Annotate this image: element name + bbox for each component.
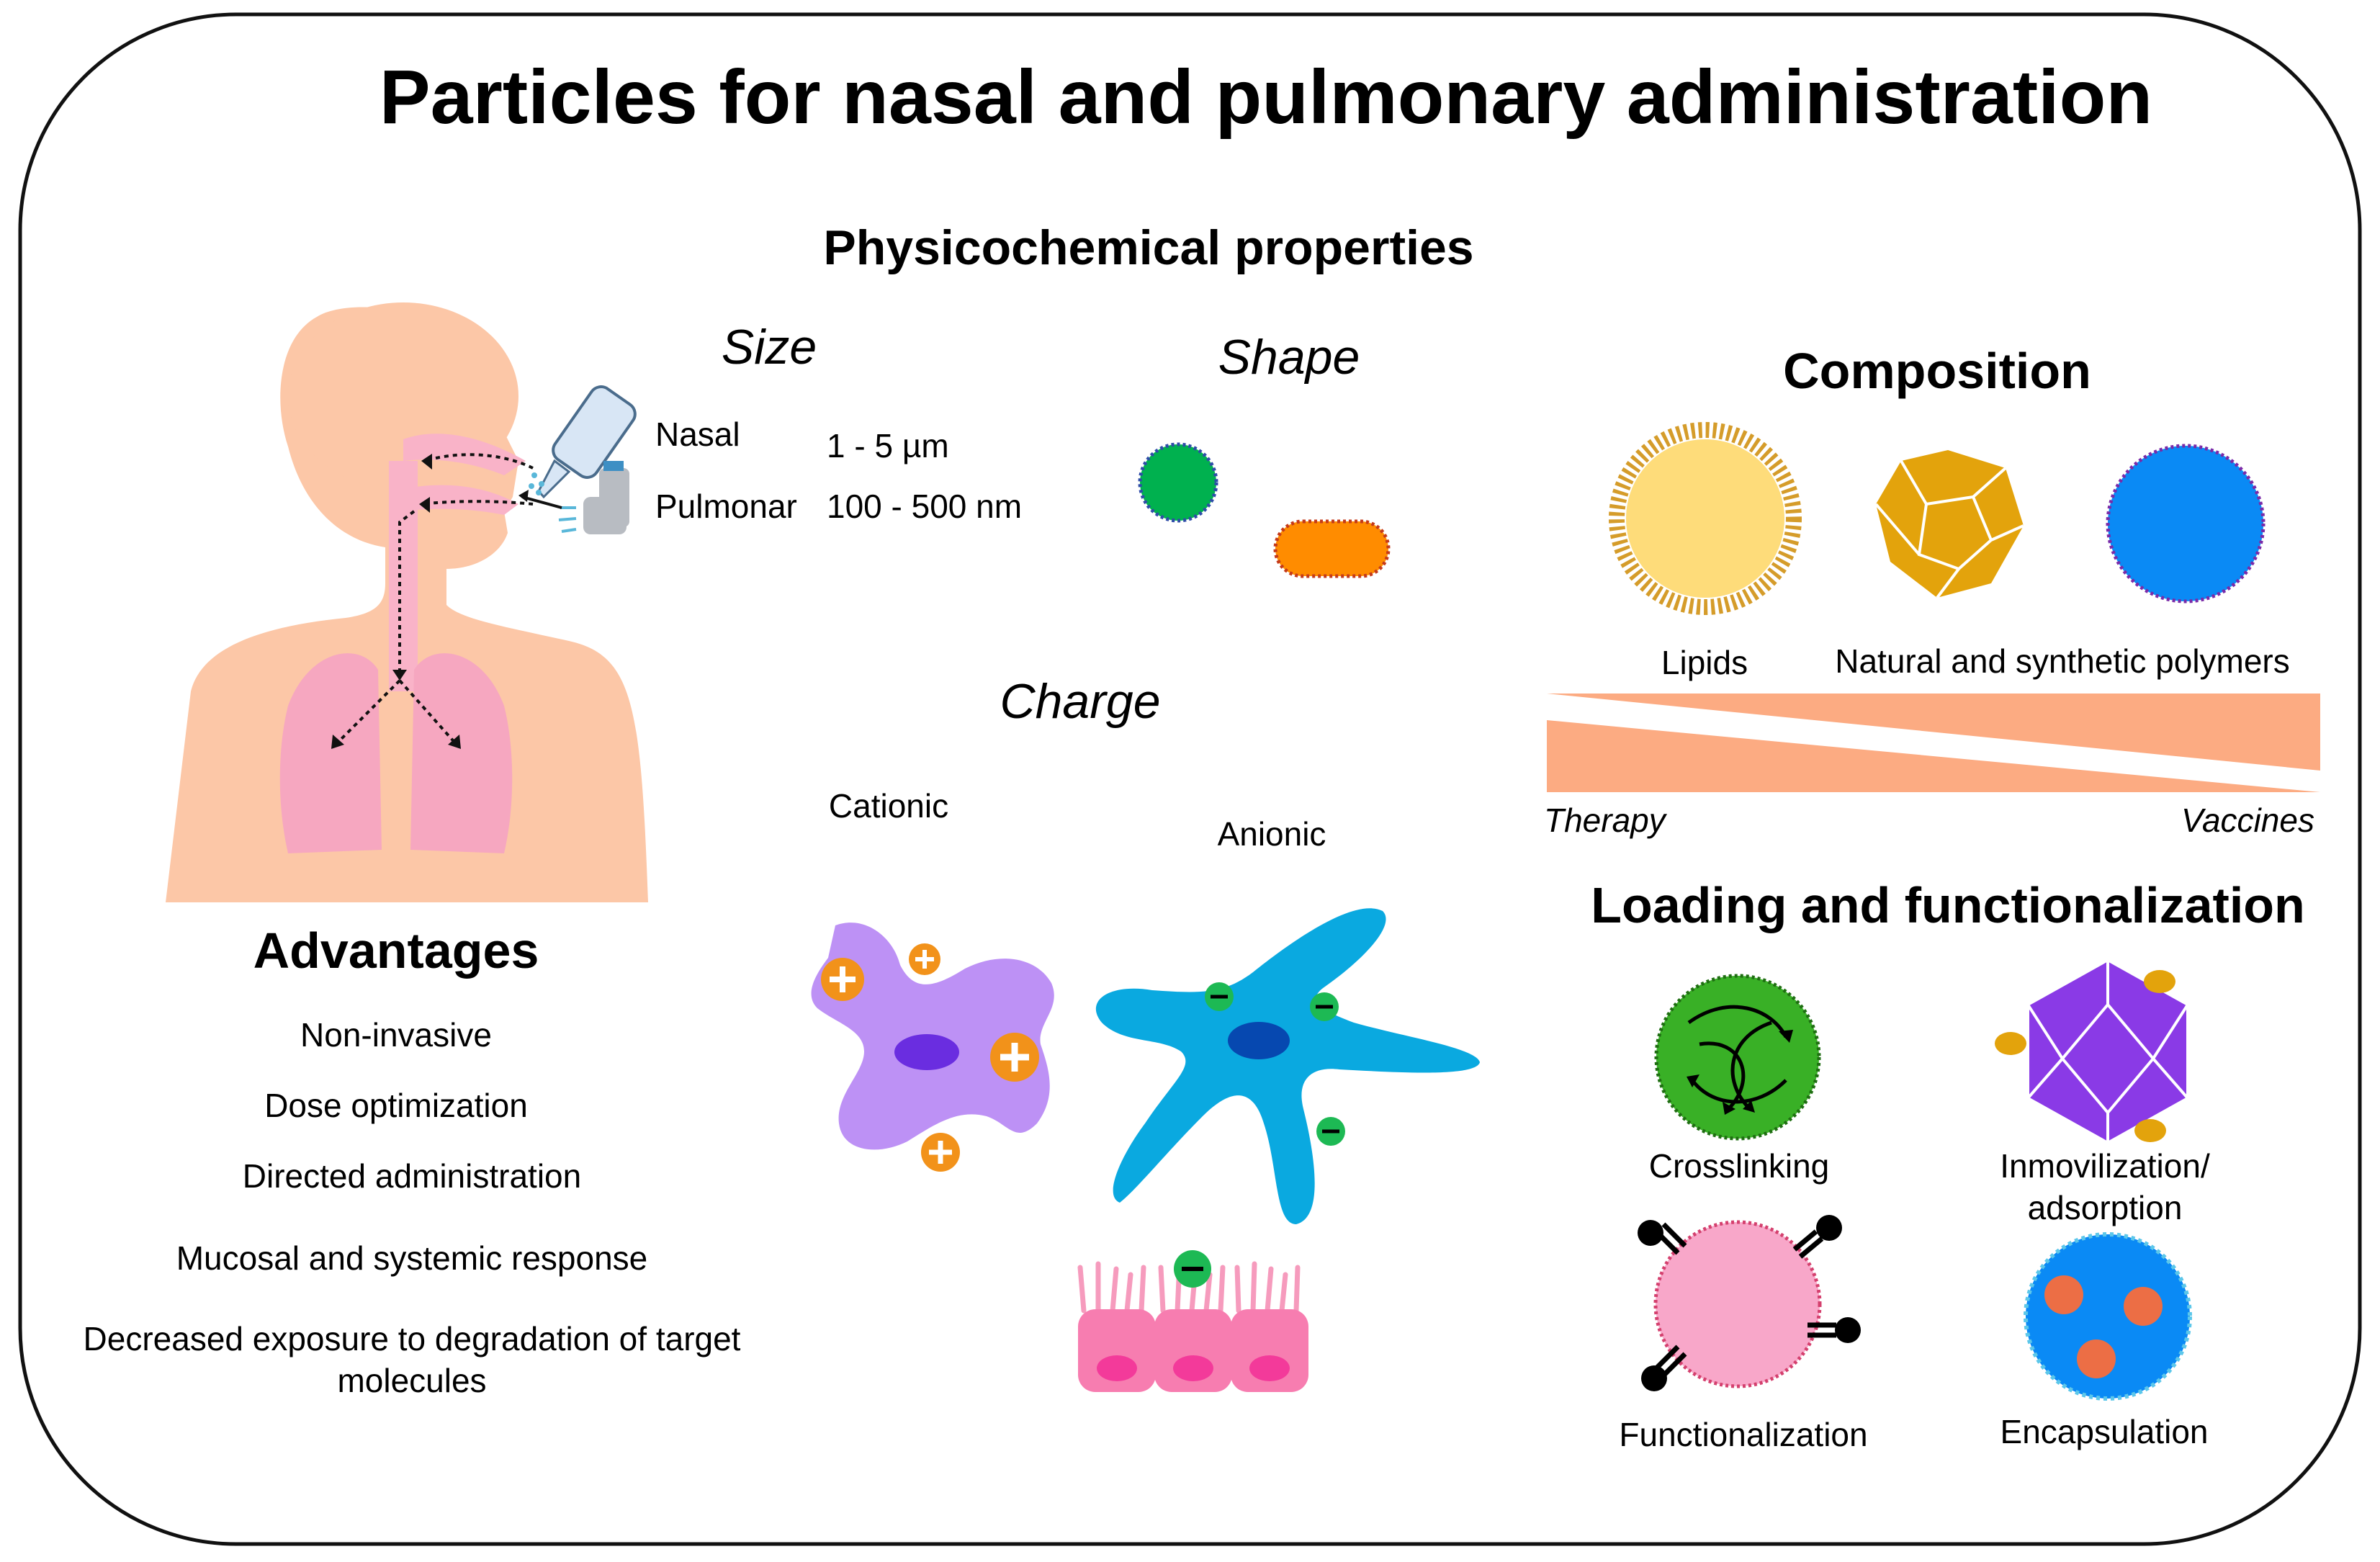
inhaler-icon	[518, 461, 629, 534]
therapy-label: Therapy	[1544, 802, 1666, 839]
crosslinking-particle	[1654, 974, 1821, 1141]
page-title: Particles for nasal and pulmonary admini…	[379, 55, 2153, 140]
advantages-heading: Advantages	[253, 923, 539, 979]
advantage-item: molecules	[337, 1362, 487, 1399]
charge-heading: Charge	[1000, 674, 1161, 729]
functionalization-label: Functionalization	[1619, 1416, 1868, 1453]
cationic-nucleus	[894, 1034, 959, 1070]
advantage-item: Decreased exposure to degradation of tar…	[83, 1320, 741, 1357]
advantage-item: Non-invasive	[300, 1016, 492, 1054]
minus-icon	[1205, 982, 1234, 1011]
arrow-heads	[331, 454, 461, 749]
human-figure	[166, 302, 648, 902]
adsorption-particle	[1995, 958, 2189, 1145]
cationic-label: Cationic	[828, 787, 949, 825]
crosslinking-label: Crosslinking	[1648, 1147, 1830, 1185]
left-lung	[279, 653, 382, 853]
right-lung	[410, 653, 513, 853]
vaccines-triangle	[1547, 694, 2320, 771]
negative-charges	[1174, 982, 1345, 1288]
loading-heading: Loading and functionalization	[1591, 877, 2305, 933]
lipid-core	[1626, 439, 1784, 598]
nasal-spray-icon	[529, 385, 637, 499]
minus-icon	[1310, 992, 1339, 1021]
cilia	[1077, 1261, 1301, 1314]
immobilization-label-1: Inmovilization/	[2000, 1147, 2210, 1185]
epithelial-cells	[1077, 1261, 1308, 1392]
advantage-item: Mucosal and systemic response	[176, 1239, 648, 1277]
anionic-nucleus	[1228, 1022, 1290, 1059]
lipids-label: Lipids	[1661, 644, 1748, 681]
anionic-label: Anionic	[1217, 815, 1326, 853]
plus-icon	[821, 958, 864, 1001]
trachea	[389, 461, 418, 691]
minus-icon	[1174, 1250, 1211, 1288]
nasal-label: Nasal	[655, 416, 740, 453]
functionalization-particle	[1638, 1215, 1861, 1391]
shape-heading: Shape	[1218, 330, 1360, 385]
rod-particle	[1273, 519, 1391, 578]
immobilization-label-2: adsorption	[2027, 1189, 2183, 1226]
airflow-arrows	[333, 453, 534, 747]
polymer-polyhedron	[1874, 450, 2024, 599]
therapy-triangle	[1547, 720, 2320, 792]
composition-heading: Composition	[1783, 343, 2091, 399]
physicochemical-heading: Physicochemical properties	[823, 220, 1474, 275]
plus-icon	[990, 1033, 1039, 1082]
polymer-sphere	[2106, 444, 2266, 603]
minus-icon	[1316, 1117, 1345, 1146]
pulmonar-label: Pulmonar	[655, 488, 797, 525]
encapsulation-particle	[2024, 1232, 2192, 1401]
positive-charges	[821, 943, 1039, 1172]
advantage-item: Dose optimization	[264, 1087, 528, 1124]
nasal-size: 1 - 5 µm	[827, 427, 949, 464]
vaccines-label: Vaccines	[2181, 802, 2314, 839]
plus-icon	[921, 1133, 960, 1172]
size-heading: Size	[721, 320, 817, 374]
encapsulation-label: Encapsulation	[2000, 1413, 2209, 1450]
plus-icon	[909, 943, 940, 975]
pulmonar-size: 100 - 500 nm	[827, 488, 1023, 525]
polymers-label: Natural and synthetic polymers	[1835, 642, 2290, 680]
sphere-particle	[1138, 442, 1218, 523]
advantage-item: Directed administration	[242, 1157, 582, 1195]
lipid-shell	[1609, 422, 1802, 615]
anionic-cell	[1095, 908, 1480, 1224]
